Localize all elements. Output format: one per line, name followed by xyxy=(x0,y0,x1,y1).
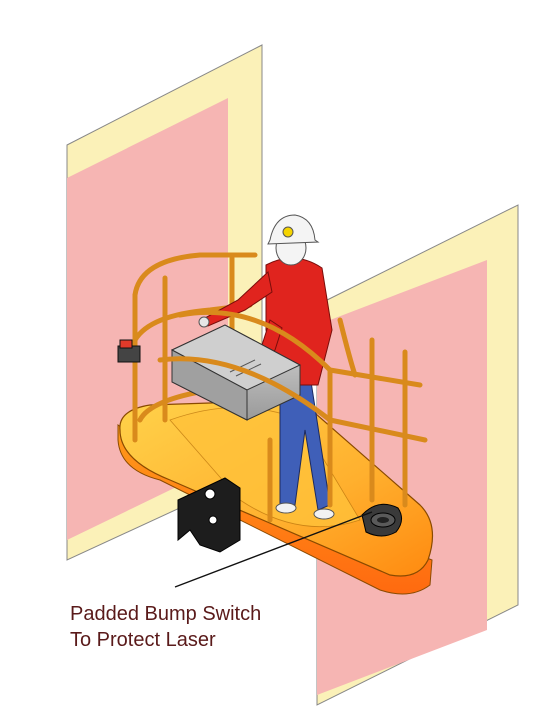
mount-bracket xyxy=(177,477,241,553)
callout-leader-line xyxy=(174,511,373,588)
laser-unit xyxy=(170,324,302,421)
control-box-icon xyxy=(117,339,141,363)
callout-line-2: To Protect Laser xyxy=(70,629,216,651)
callout-line-1: Padded Bump Switch xyxy=(70,603,262,625)
callout-label: Padded Bump Switch To Protect Laser xyxy=(70,601,261,653)
guard-rails-front xyxy=(157,309,428,523)
platform-basket xyxy=(117,399,434,595)
